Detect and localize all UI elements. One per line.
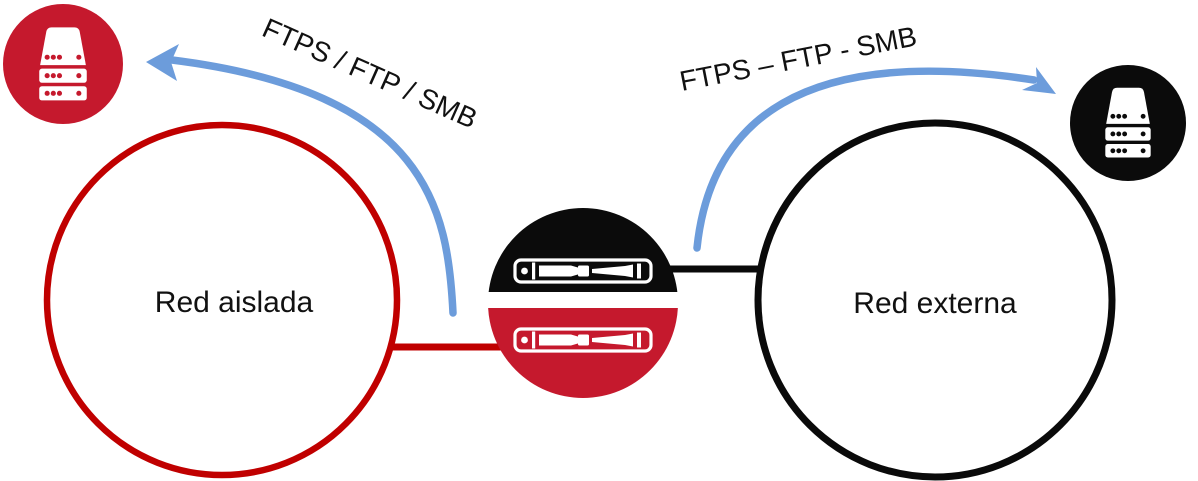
external-server-badge — [1070, 65, 1186, 181]
isolated-network-circle — [43, 121, 401, 479]
arrowhead-icon — [146, 44, 179, 81]
external-network-circle — [754, 119, 1116, 481]
arrowhead-icon — [1022, 67, 1056, 94]
arrow-shaft — [693, 67, 1038, 252]
gateway-node — [488, 208, 678, 398]
left-transfer-label: FTPS / FTP / SMB — [258, 12, 482, 134]
server-stack-icon — [1105, 87, 1151, 158]
isolated-network-label: Red aislada — [155, 286, 314, 319]
isolated-server-badge — [3, 4, 123, 124]
server-stack-icon — [39, 27, 87, 101]
left-transfer-arrow — [146, 44, 457, 317]
external-network-label: Red externa — [853, 287, 1017, 320]
arrow-shaft — [168, 56, 457, 317]
right-transfer-label: FTPS – FTP - SMB — [677, 21, 919, 97]
right-transfer-arrow — [693, 67, 1056, 252]
